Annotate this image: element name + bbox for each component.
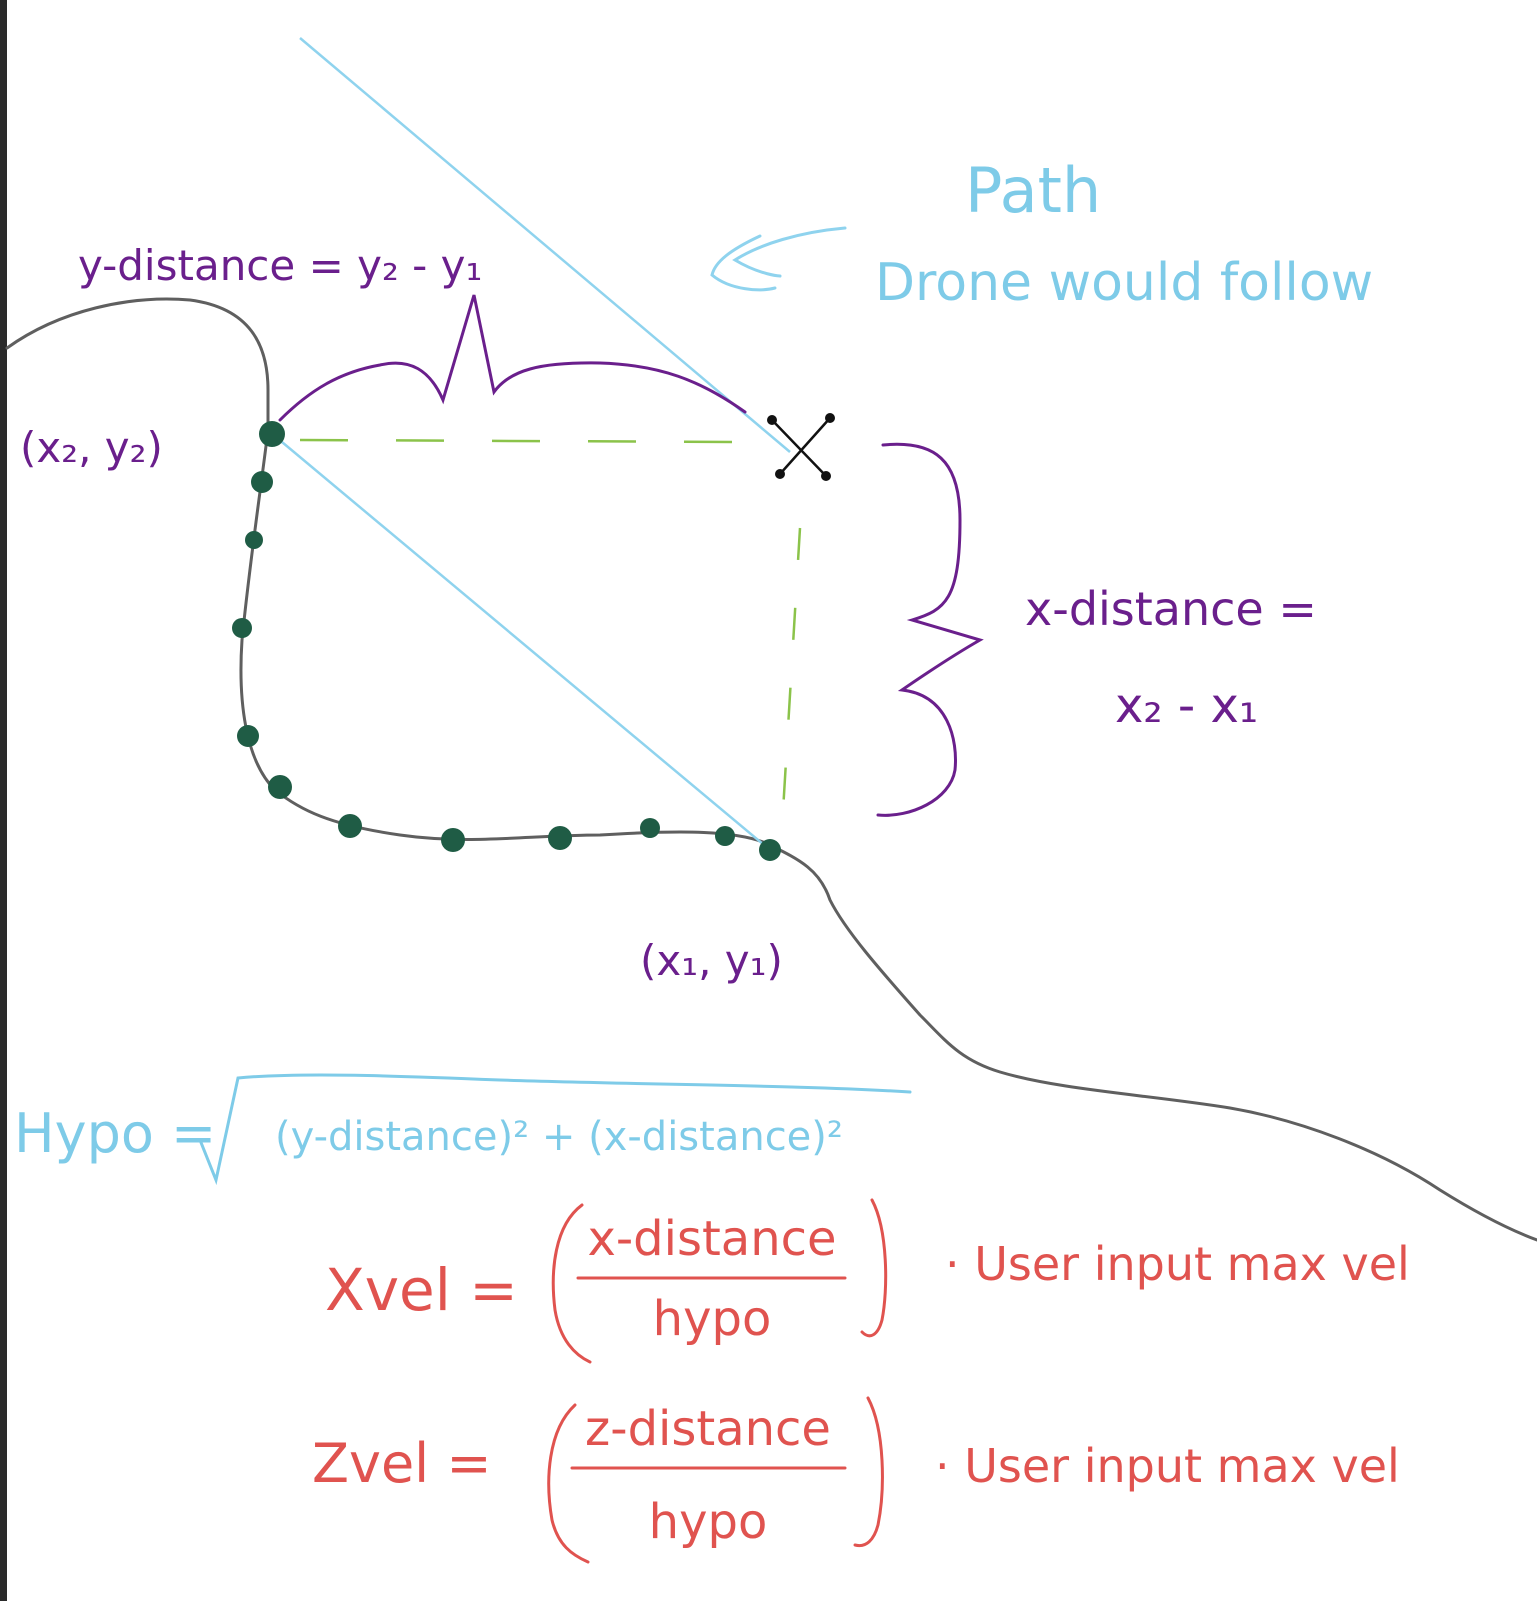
- waypoint-dot: [715, 826, 735, 846]
- zvel-numerator: z-distance: [585, 1401, 831, 1457]
- path-title: Path: [965, 154, 1101, 227]
- y-distance-brace: [278, 294, 747, 422]
- drone-path-line: [299, 37, 791, 453]
- x-distance-formula: x₂ - x₁: [1115, 678, 1258, 734]
- xvel-denominator: hypo: [653, 1291, 772, 1347]
- zvel-denominator: hypo: [649, 1494, 768, 1550]
- xvel-right-paren: [860, 1198, 888, 1338]
- waypoint-dot: [259, 421, 285, 447]
- waypoint-dot: [251, 471, 273, 493]
- waypoint-dot: [441, 828, 465, 852]
- path-subtitle: Drone would follow: [875, 253, 1373, 313]
- waypoint-dot: [245, 531, 263, 549]
- waypoint-dot: [268, 775, 292, 799]
- point-1-label: (x₁, y₁): [640, 936, 783, 985]
- waypoint-dot: [759, 839, 781, 861]
- hypo-lhs: Hypo =: [14, 1102, 216, 1165]
- xvel-rhs: · User input max vel: [945, 1237, 1410, 1291]
- waypoint-dots: [232, 421, 781, 861]
- waypoint-dot: [548, 826, 572, 850]
- terrain-line: [5, 297, 1537, 1242]
- x-distance-label: x-distance =: [1025, 582, 1317, 636]
- hypotenuse-line: [269, 431, 771, 851]
- xvel-lhs: Xvel =: [325, 1256, 518, 1324]
- zvel-left-paren: [547, 1403, 590, 1564]
- zvel-lhs: Zvel =: [312, 1432, 492, 1495]
- square-root-sign: [198, 1073, 912, 1186]
- xvel-numerator: x-distance: [587, 1211, 836, 1267]
- drone-x-icon: [767, 413, 835, 481]
- waypoint-dot: [237, 725, 259, 747]
- waypoint-dot: [640, 818, 660, 838]
- left-arrow-icon: [710, 226, 847, 292]
- zvel-right-paren: [853, 1396, 884, 1548]
- waypoint-dot: [232, 618, 252, 638]
- hypo-rhs: (y-distance)² + (x-distance)²: [275, 1114, 843, 1160]
- y-distance-label: y-distance = y₂ - y₁: [78, 241, 482, 290]
- vertical-projection-dashed: [780, 527, 802, 829]
- horizontal-projection-dashed: [299, 438, 741, 444]
- left-edge-bar: [0, 0, 7, 1601]
- point-2-label: (x₂, y₂): [20, 423, 163, 472]
- xvel-left-paren: [551, 1203, 592, 1364]
- waypoint-dot: [338, 814, 362, 838]
- zvel-rhs: · User input max vel: [935, 1439, 1400, 1493]
- x-distance-brace: [876, 442, 984, 817]
